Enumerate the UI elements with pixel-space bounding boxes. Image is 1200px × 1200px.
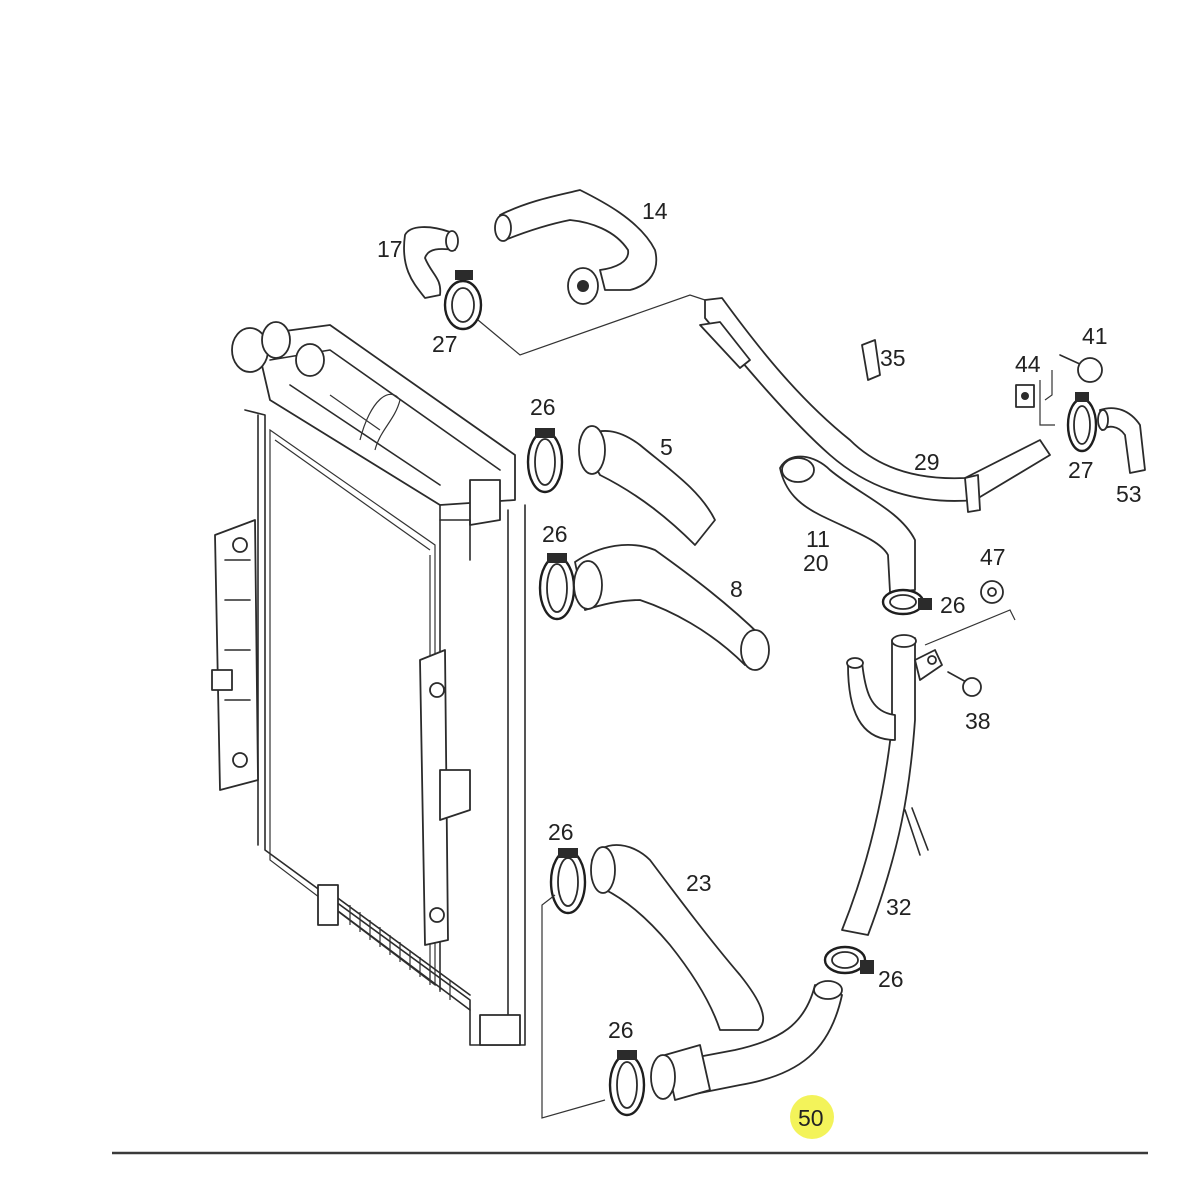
clamp-26-a <box>526 428 564 494</box>
hose-53 <box>1097 407 1146 474</box>
label-part-27-top: 27 <box>432 331 458 357</box>
leader-line-26-c <box>924 609 1016 646</box>
highlight-marker-50 <box>790 1095 834 1139</box>
label-part-53: 53 <box>1116 481 1142 507</box>
label-part-26-e: 26 <box>878 966 904 992</box>
label-part-29: 29 <box>914 449 940 475</box>
washer-47 <box>980 580 1004 604</box>
leader-line-lower <box>541 894 606 1119</box>
hose-11-20 <box>779 455 916 593</box>
clamp-27-right <box>1066 392 1098 453</box>
label-part-38: 38 <box>965 708 991 734</box>
pipe-32 <box>841 634 943 936</box>
label-part-17: 17 <box>377 236 403 262</box>
clamp-26-f <box>608 1050 646 1117</box>
label-part-5: 5 <box>660 434 673 460</box>
leader-line-27-top <box>477 294 706 356</box>
hose-50 <box>650 980 843 1101</box>
hose-17 <box>403 226 459 299</box>
label-part-8: 8 <box>730 576 743 602</box>
radiator-fins <box>349 905 451 1000</box>
label-part-26-b: 26 <box>542 521 568 547</box>
clamp-27-top <box>443 270 483 331</box>
label-part-44: 44 <box>1015 351 1041 377</box>
label-part-14: 14 <box>642 198 668 224</box>
hose-8 <box>573 544 770 671</box>
nut-44 <box>1015 384 1035 408</box>
bolt-38 <box>947 671 982 697</box>
label-part-27-right: 27 <box>1068 457 1094 483</box>
label-part-41: 41 <box>1082 323 1108 349</box>
clamp-26-b <box>538 553 576 621</box>
label-part-26-f: 26 <box>608 1017 634 1043</box>
label-part-32: 32 <box>886 894 912 920</box>
leader-line-44 <box>1039 380 1055 426</box>
hose-5 <box>578 425 716 546</box>
clamp-26-c <box>881 588 932 616</box>
label-part-47: 47 <box>980 544 1006 570</box>
clamp-26-e <box>823 945 874 975</box>
pipe-29 <box>699 297 1051 513</box>
clamp-26-d <box>549 848 587 915</box>
label-part-26-d: 26 <box>548 819 574 845</box>
label-part-50: 50 <box>798 1105 824 1131</box>
label-part-23: 23 <box>686 870 712 896</box>
label-part-26-c: 26 <box>940 592 966 618</box>
radiator-assembly <box>211 321 526 1046</box>
label-part-35: 35 <box>880 345 906 371</box>
label-part-20: 20 <box>803 550 829 576</box>
label-part-11: 11 <box>806 526 830 552</box>
bolt-41 <box>1059 354 1103 383</box>
hose-23 <box>590 844 765 1031</box>
clip-35 <box>861 339 881 381</box>
hose-14 <box>494 189 658 305</box>
label-part-26-a: 26 <box>530 394 556 420</box>
